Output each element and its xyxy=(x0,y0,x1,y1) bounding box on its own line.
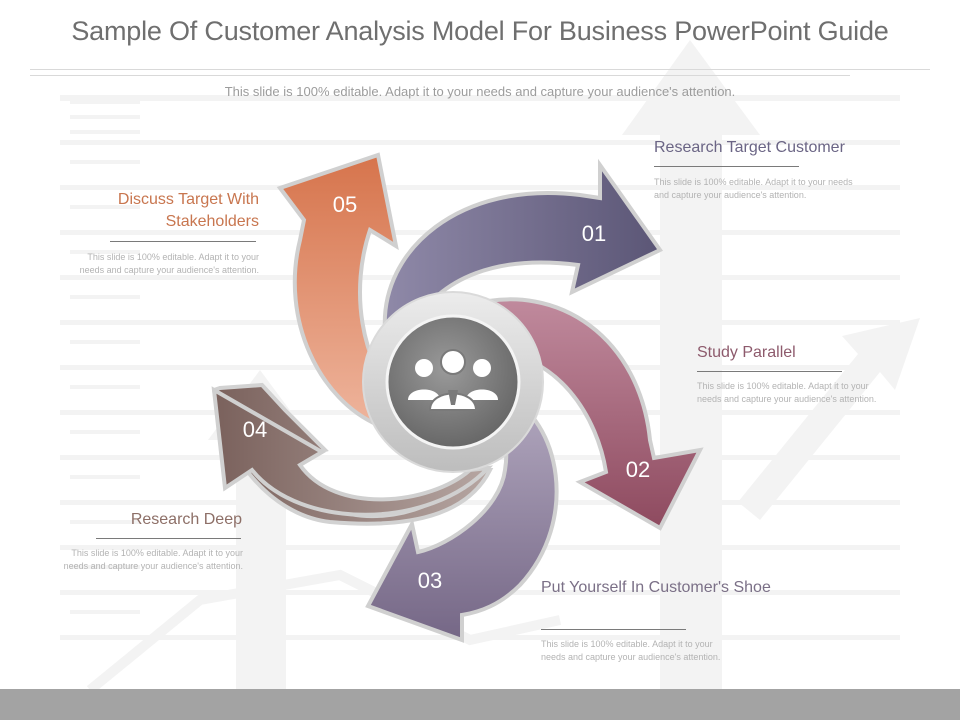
footer-bar xyxy=(0,689,960,720)
arrow-step-01 xyxy=(382,158,664,332)
slide-subtitle: This slide is 100% editable. Adapt it to… xyxy=(224,84,736,99)
step-02-underline xyxy=(697,371,842,372)
step-number-02: 02 xyxy=(626,457,650,482)
step-number-04: 04 xyxy=(243,417,267,442)
arrow-step-04-body xyxy=(211,386,494,517)
step-03-underline xyxy=(541,629,686,630)
step-04-title: Research Deep xyxy=(130,511,242,528)
step-05-underline xyxy=(110,241,256,242)
slide-title: Sample Of Customer Analysis Model For Bu… xyxy=(71,16,889,46)
arrow-step-03 xyxy=(365,392,559,643)
title-divider-inner xyxy=(30,75,850,76)
title-divider xyxy=(30,69,930,70)
center-disc xyxy=(385,314,521,450)
step-number-05: 05 xyxy=(333,192,357,217)
step-01-description: This slide is 100% editable. Adapt it to… xyxy=(654,177,853,200)
step-03-description: This slide is 100% editable. Adapt it to… xyxy=(541,639,721,662)
step-04-description: This slide is 100% editable. Adapt it to… xyxy=(63,548,243,571)
step-05-description: This slide is 100% editable. Adapt it to… xyxy=(79,252,259,275)
step-02-title: Study Parallel xyxy=(697,344,796,361)
step-01-title: Research Target Customer xyxy=(654,139,845,156)
step-01-underline xyxy=(654,166,799,167)
step-02-description: This slide is 100% editable. Adapt it to… xyxy=(697,381,877,404)
people-group-icon xyxy=(408,349,498,411)
step-number-03: 03 xyxy=(418,568,442,593)
step-04-underline xyxy=(96,538,241,539)
step-number-01: 01 xyxy=(582,221,606,246)
step-03-title: Put Yourself In Customer's Shoe xyxy=(541,579,771,596)
step-05-title: Discuss Target With Stakeholders xyxy=(117,191,259,230)
